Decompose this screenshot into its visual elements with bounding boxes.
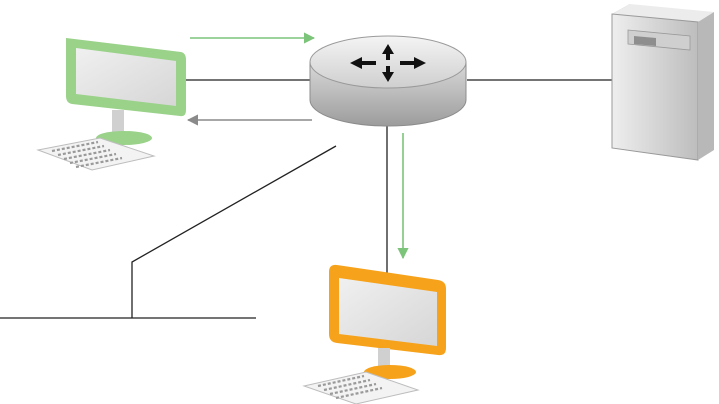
orange-workstation: [304, 265, 446, 404]
green-workstation: [38, 38, 186, 170]
server-right-side: [698, 12, 714, 160]
router: [310, 36, 466, 126]
links: [0, 80, 616, 318]
server: [612, 4, 714, 160]
link-router-lan-segment: [132, 146, 336, 318]
